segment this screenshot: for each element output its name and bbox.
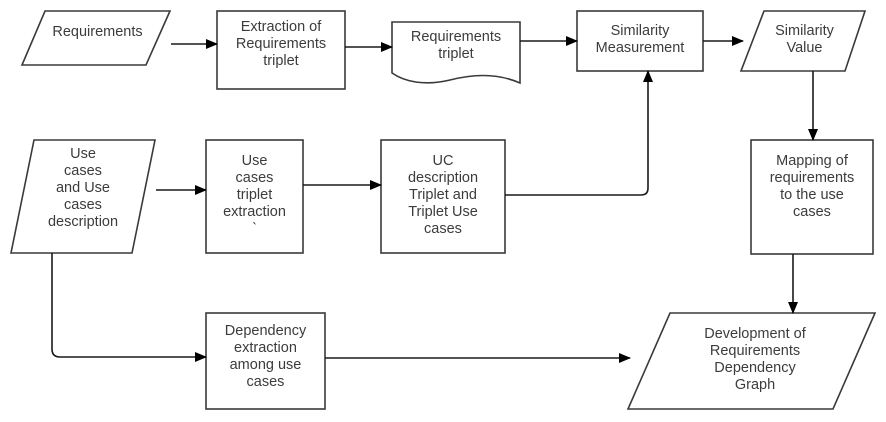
mapping-requirements-shape [750,139,874,255]
mapping-requirements-label: Mapping of requirements to the use cases [769,153,855,220]
use-cases-input-shape [10,139,156,254]
uc-description-triplet-label: UC description Triplet and Triplet Use c… [407,153,479,237]
edge-uc-description-to-similarity [505,70,653,196]
requirements-triplet-label: Requirements triplet [410,29,502,62]
uc-description-triplet-shape [380,139,506,254]
similarity-measurement-shape [576,10,704,72]
extraction-req-triplet-shape [216,10,346,90]
use-cases-input-label: Use cases and Use cases description [47,146,119,230]
dependency-graph-label: Development of Requirements Dependency G… [704,326,806,393]
requirements-triplet-document-shape [391,21,521,85]
edge-usecases-to-dependency-extraction [51,253,207,362]
dependency-graph-shape [626,312,877,410]
extraction-req-triplet-label: Extraction of Requirements triplet [235,18,327,69]
requirements-label: Requirements [52,23,143,40]
requirements-shape [20,10,172,66]
similarity-value-label: Similarity Value [775,23,834,56]
similarity-measurement-label: Similarity Measurement [595,23,685,56]
dependency-extraction-label: Dependency extraction among use cases [224,323,307,390]
use-cases-triplet-extraction-shape [205,139,304,254]
use-cases-triplet-extraction-label: Use cases triplet extraction ` [223,153,286,237]
dependency-extraction-shape [205,312,326,410]
similarity-value-shape [739,10,867,72]
